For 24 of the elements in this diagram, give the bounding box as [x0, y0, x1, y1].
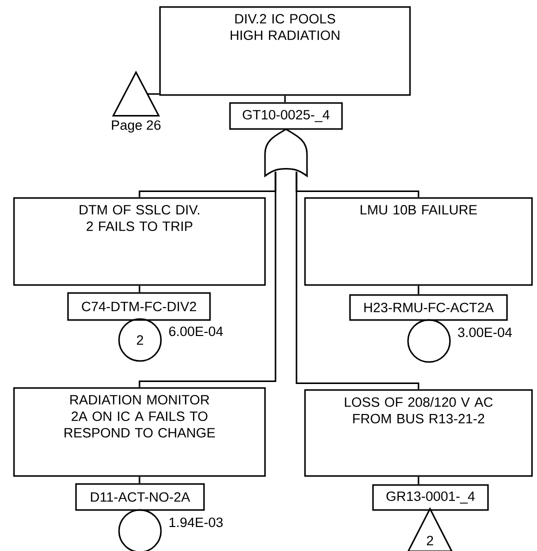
event-id-box: D11-ACT-NO-2A: [75, 483, 205, 511]
event-box: DTM OF SSLC DIV. 2 FAILS TO TRIP: [13, 197, 266, 286]
connector-line: [418, 286, 420, 294]
event-id-box: C74-DTM-FC-DIV2: [67, 292, 211, 321]
connector-line: [138, 476, 140, 484]
event-box: RADIATION MONITOR 2A ON IC A FAILS TO RESPOND TO CHANGE: [13, 387, 266, 477]
node-caption: 6.00E-04: [169, 326, 223, 336]
connector-line: [138, 286, 140, 292]
connector-line: [138, 172, 276, 388]
event-box: DIV.2 IC POOLS HIGH RADIATION: [159, 6, 411, 96]
event-box: LMU 10B FAILURE: [304, 197, 533, 286]
basic-event-circle: [407, 319, 451, 363]
connector-line: [284, 96, 286, 102]
connector-line: [147, 93, 160, 95]
event-id-box: GT10-0025-_4: [229, 102, 343, 130]
node-caption: 3.00E-04: [458, 328, 512, 338]
node-caption: Page 26: [112, 120, 161, 133]
node-caption: 1.94E-03: [170, 518, 223, 528]
event-id-box: H23-RMU-FC-ACT2A: [349, 294, 508, 321]
event-box: LOSS OF 208/120 V AC FROM BUS R13-21-2: [304, 389, 533, 477]
connector-line: [418, 476, 420, 484]
connector-line: [296, 172, 420, 390]
event-id-box: GR13-0001-_4: [372, 484, 489, 511]
or-gate: [264, 128, 308, 177]
